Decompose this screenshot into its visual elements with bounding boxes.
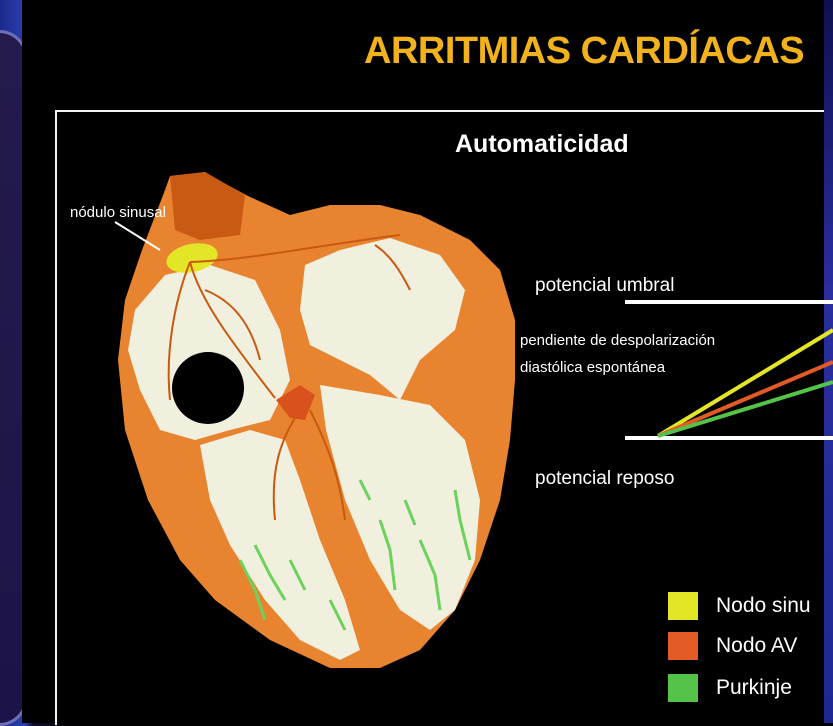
av-slope-line — [658, 362, 833, 436]
legend-label-sinus: Nodo sinu — [716, 594, 811, 618]
aorta — [170, 172, 245, 240]
slope-label-line2: diastólica espontánea — [520, 359, 665, 376]
rest-label: potencial reposo — [535, 468, 674, 490]
purkinje-slope-line — [658, 382, 833, 436]
legend-swatch-av — [668, 632, 698, 660]
legend-label-purkinje: Purkinje — [716, 676, 792, 700]
threshold-label: potencial umbral — [535, 275, 674, 297]
vena-cava — [172, 352, 244, 424]
legend-swatch-sinus — [668, 592, 698, 620]
diagram-subtitle: Automaticidad — [455, 130, 629, 159]
slope-label-line1: pendiente de despolarización — [520, 332, 715, 349]
legend-label-av: Nodo AV — [716, 634, 797, 658]
sinus-node-label: nódulo sinusal — [70, 204, 166, 221]
legend-swatch-purkinje — [668, 674, 698, 702]
